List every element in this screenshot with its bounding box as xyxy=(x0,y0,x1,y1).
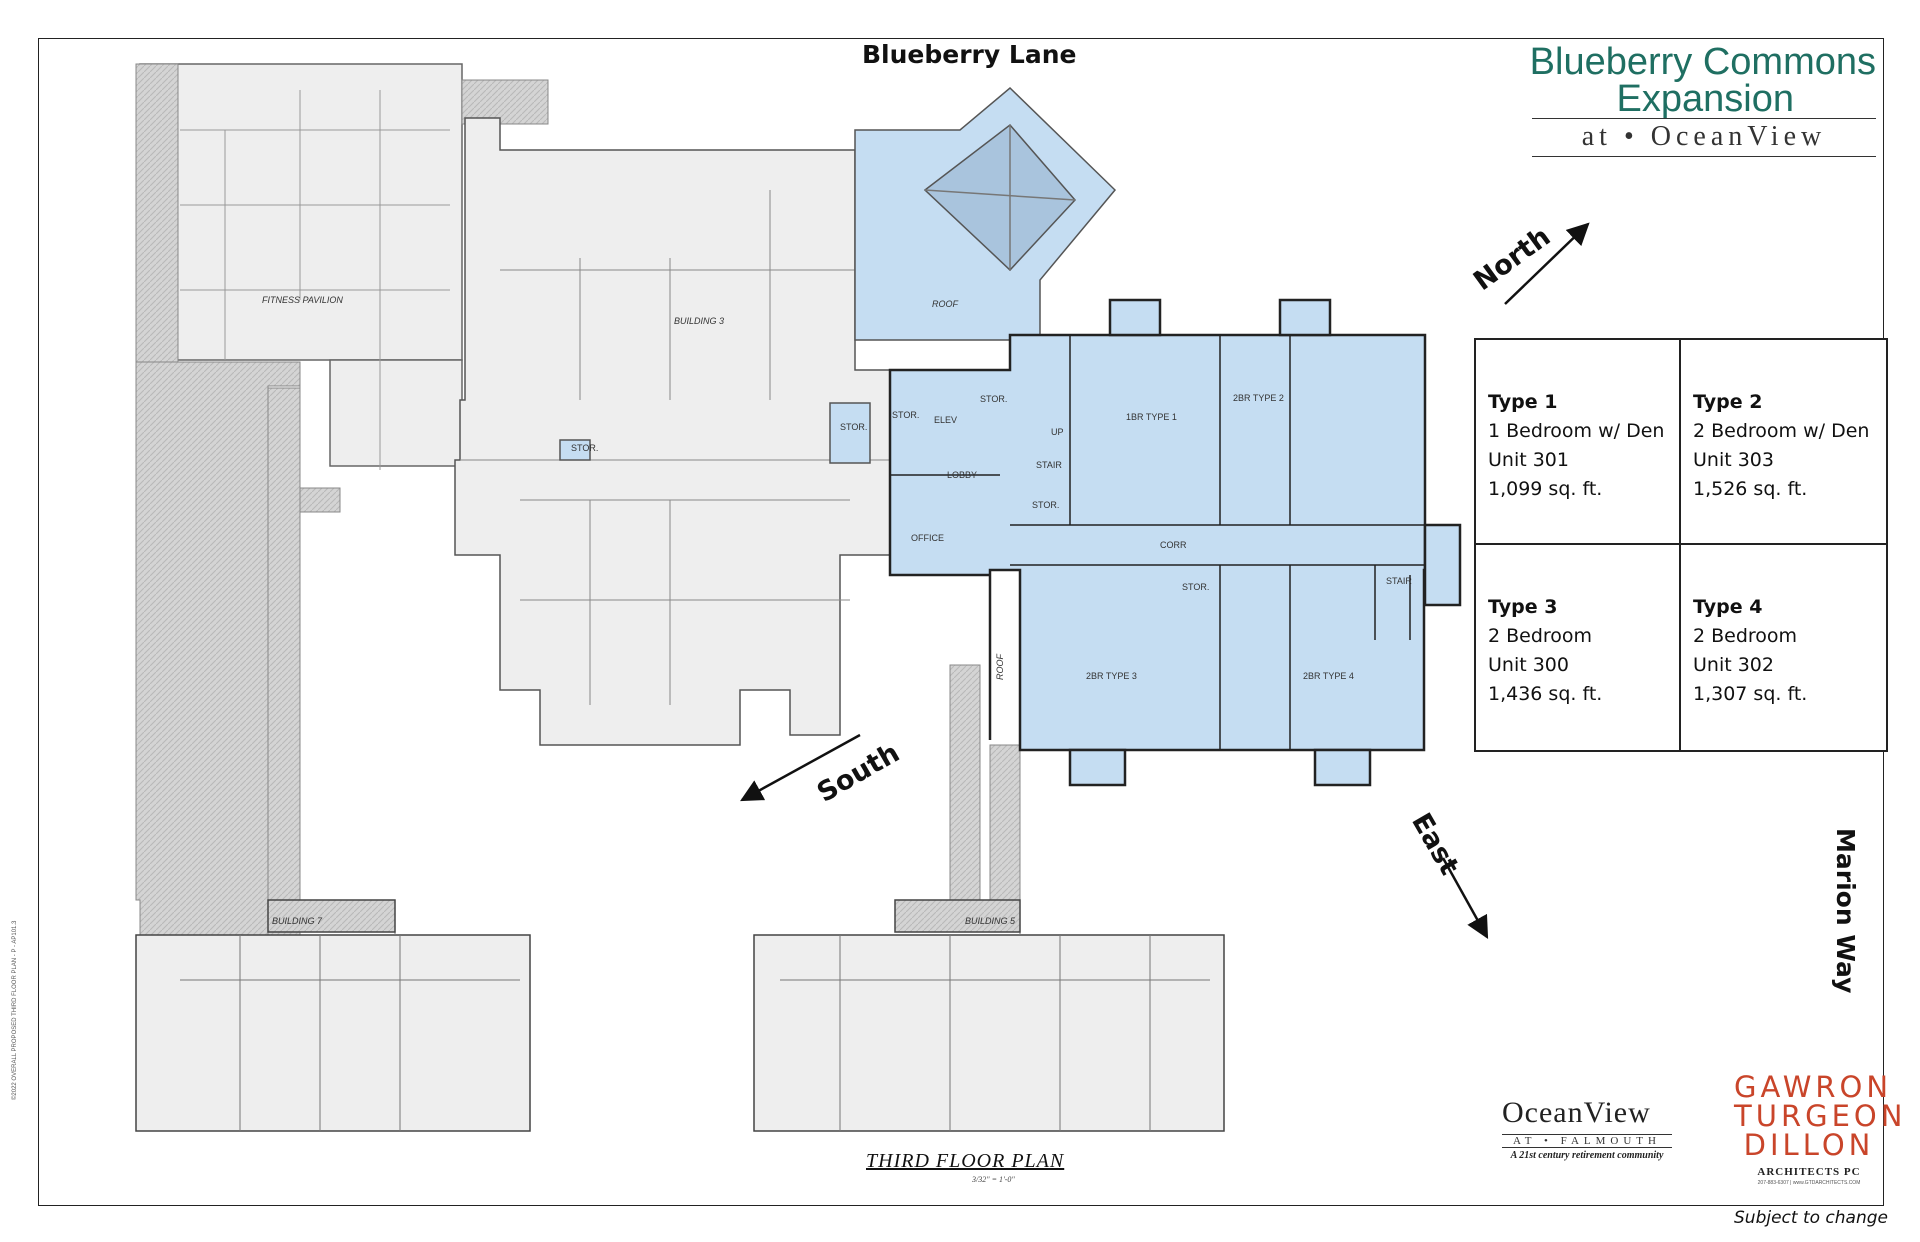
legend-type: Type 3 xyxy=(1488,596,1558,618)
new-expansion-building xyxy=(888,298,1462,787)
gtd-architects-logo: GAWRON TURGEON DILLON xyxy=(1734,1070,1907,1162)
label-1br-type-1: 1BR TYPE 1 xyxy=(1126,412,1177,422)
label-building-7: BUILDING 7 xyxy=(272,916,323,926)
gtd-line-2: TURGEON xyxy=(1734,1099,1907,1133)
walkway-connector xyxy=(461,79,549,125)
legend-area: 1,436 sq. ft. xyxy=(1488,683,1603,705)
label-building-3: BUILDING 3 xyxy=(674,316,724,326)
gtd-architects-label: ARCHITECTS PC xyxy=(1757,1166,1861,1178)
label-elev: ELEV xyxy=(934,415,957,425)
legend-bedrooms: 1 Bedroom w/ Den xyxy=(1488,420,1665,442)
label-stor-3: STOR. xyxy=(892,410,919,420)
label-roof-top: ROOF xyxy=(932,299,959,309)
walkway-east-corridor-2 xyxy=(989,744,1021,911)
south-arrow xyxy=(740,733,861,802)
walkway-west-upper xyxy=(135,63,179,365)
existing-fitness-pavilion xyxy=(139,63,463,470)
label-2br-type-2: 2BR TYPE 2 xyxy=(1233,393,1284,403)
unit-legend: Type 1 1 Bedroom w/ Den Unit 301 1,099 s… xyxy=(1474,338,1888,752)
label-fitness-pavilion: FITNESS PAVILION xyxy=(262,295,343,305)
label-2br-type-4: 2BR TYPE 4 xyxy=(1303,671,1354,681)
legend-type: Type 4 xyxy=(1693,596,1763,618)
existing-building-5 xyxy=(753,899,1225,1132)
legend-bedrooms: 2 Bedroom xyxy=(1693,625,1798,647)
label-stor-5: STOR. xyxy=(1032,500,1059,510)
legend-type: Type 1 xyxy=(1488,391,1558,413)
legend-cell-type-4: Type 4 2 Bedroom Unit 302 1,307 sq. ft. xyxy=(1681,545,1886,750)
project-title-line-1: Blueberry Commons xyxy=(1529,41,1876,83)
oceanview-tagline: A 21st century retirement community xyxy=(1510,1150,1664,1161)
existing-building-7 xyxy=(135,899,531,1132)
label-stair-2: STAIR xyxy=(1386,576,1412,586)
legend-unit: Unit 300 xyxy=(1488,654,1569,676)
oceanview-logo-sub: AT • FALMOUTH xyxy=(1502,1134,1672,1148)
legend-cell-type-1: Type 1 1 Bedroom w/ Den Unit 301 1,099 s… xyxy=(1476,340,1681,545)
label-roof-side: ROOF xyxy=(995,653,1005,680)
new-roof-area xyxy=(854,86,1117,341)
gtd-line-3: DILLON xyxy=(1743,1128,1875,1162)
label-lobby: LOBBY xyxy=(947,470,977,480)
label-building-5: BUILDING 5 xyxy=(965,916,1016,926)
sheet-reference: ©2022 OVERALL PROPOSED THIRD FLOOR PLAN … xyxy=(12,920,18,1100)
north-arrow xyxy=(1504,222,1590,305)
label-up: UP xyxy=(1051,427,1064,437)
street-marion-way: Marion Way xyxy=(1831,828,1860,994)
project-title-line-2: Expansion xyxy=(1616,78,1794,120)
legend-area: 1,526 sq. ft. xyxy=(1693,478,1808,500)
legend-cell-type-3: Type 3 2 Bedroom Unit 300 1,436 sq. ft. xyxy=(1476,545,1681,750)
legend-area: 1,307 sq. ft. xyxy=(1693,683,1808,705)
label-stair-1: STAIR xyxy=(1036,460,1062,470)
walkway-east-corridor xyxy=(949,664,981,911)
label-2br-type-3: 2BR TYPE 3 xyxy=(1086,671,1137,681)
label-stor-6: STOR. xyxy=(1182,582,1209,592)
label-office: OFFICE xyxy=(911,533,944,543)
project-subtitle: at • OceanView xyxy=(1532,118,1876,157)
legend-type: Type 2 xyxy=(1693,391,1763,413)
subject-to-change-note: Subject to change xyxy=(1734,1208,1888,1228)
oceanview-logo-name: OceanView xyxy=(1502,1096,1651,1129)
legend-bedrooms: 2 Bedroom w/ Den xyxy=(1693,420,1870,442)
label-stor-4: STOR. xyxy=(980,394,1007,404)
plan-title: THIRD FLOOR PLAN xyxy=(866,1150,1065,1172)
project-title: Blueberry Commons Expansion xyxy=(1516,41,1876,120)
legend-cell-type-2: Type 2 2 Bedroom w/ Den Unit 303 1,526 s… xyxy=(1681,340,1886,545)
label-stor-1: STOR. xyxy=(571,443,598,453)
gtd-line-1: GAWRON xyxy=(1734,1070,1893,1104)
east-arrow xyxy=(1441,857,1489,939)
legend-unit: Unit 301 xyxy=(1488,449,1569,471)
legend-unit: Unit 303 xyxy=(1693,449,1774,471)
legend-unit: Unit 302 xyxy=(1693,654,1774,676)
existing-building-3 xyxy=(454,117,891,746)
legend-area: 1,099 sq. ft. xyxy=(1488,478,1603,500)
label-stor-2: STOR. xyxy=(840,422,867,432)
label-corr: CORR xyxy=(1160,540,1187,550)
street-blueberry-lane: Blueberry Lane xyxy=(862,40,1077,69)
legend-bedrooms: 2 Bedroom xyxy=(1488,625,1593,647)
plan-scale: 3/32" = 1'-0" xyxy=(972,1175,1015,1184)
gtd-contact: 207-883-6307 | www.GTDARCHITECTS.COM xyxy=(1757,1180,1861,1186)
